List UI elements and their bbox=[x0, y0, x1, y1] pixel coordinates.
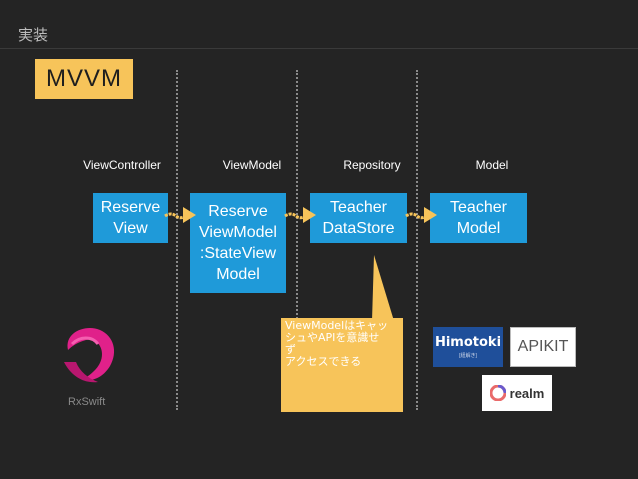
note-line: ず bbox=[285, 343, 296, 356]
box-line: Teacher bbox=[330, 199, 387, 216]
box-line: DataStore bbox=[322, 220, 395, 237]
mvvm-badge: MVVM bbox=[35, 59, 133, 99]
box-line: ViewModel bbox=[199, 224, 277, 241]
box-line: Reserve bbox=[208, 203, 268, 220]
arrow-icon bbox=[164, 207, 196, 223]
himotoki-sub: [紐解き] bbox=[459, 353, 477, 359]
arrow-icon bbox=[405, 207, 437, 223]
himotoki-logo: Himotoki [紐解き] bbox=[433, 327, 503, 367]
box-line: Reserve bbox=[100, 199, 161, 216]
callout-tail bbox=[372, 255, 394, 321]
note-line: アクセスできる bbox=[285, 355, 362, 368]
column-label-repository: Repository bbox=[343, 158, 401, 172]
title-divider bbox=[0, 48, 638, 49]
box-line: View bbox=[113, 220, 148, 237]
apikit-logo: APIKIT bbox=[510, 327, 576, 367]
realm-icon bbox=[489, 385, 506, 401]
rxswift-logo-icon bbox=[64, 328, 115, 383]
column-separator bbox=[296, 70, 298, 410]
reserve-viewmodel-box: Reserve ViewModel :StateView Model bbox=[190, 193, 286, 293]
note-line: シュやAPIを意識せ bbox=[285, 331, 380, 344]
column-label-model: Model bbox=[475, 158, 509, 172]
column-separator bbox=[176, 70, 178, 410]
box-line: :StateView bbox=[199, 245, 277, 262]
realm-label: realm bbox=[509, 385, 545, 401]
box-line: Model bbox=[216, 266, 260, 283]
column-label-viewmodel: ViewModel bbox=[222, 158, 282, 172]
slide-title: 実装 bbox=[18, 26, 49, 44]
column-label-viewcontroller: ViewController bbox=[83, 158, 161, 172]
box-line: Teacher bbox=[450, 199, 507, 216]
box-line: Model bbox=[456, 220, 501, 237]
himotoki-label: Himotoki bbox=[434, 335, 502, 350]
realm-logo: realm bbox=[482, 375, 552, 411]
note-line: ViewModelはキャッ bbox=[285, 319, 389, 332]
teacher-model-box: Teacher Model bbox=[430, 193, 527, 243]
column-separator bbox=[416, 70, 418, 410]
teacher-datastore-box: Teacher DataStore bbox=[310, 193, 407, 243]
callout-note: ViewModelはキャッ シュやAPIを意識せ ず アクセスできる bbox=[281, 318, 403, 412]
rxswift-label: RxSwift bbox=[68, 396, 106, 408]
arrow-icon bbox=[284, 207, 316, 223]
reserve-view-box: Reserve View bbox=[93, 193, 168, 243]
